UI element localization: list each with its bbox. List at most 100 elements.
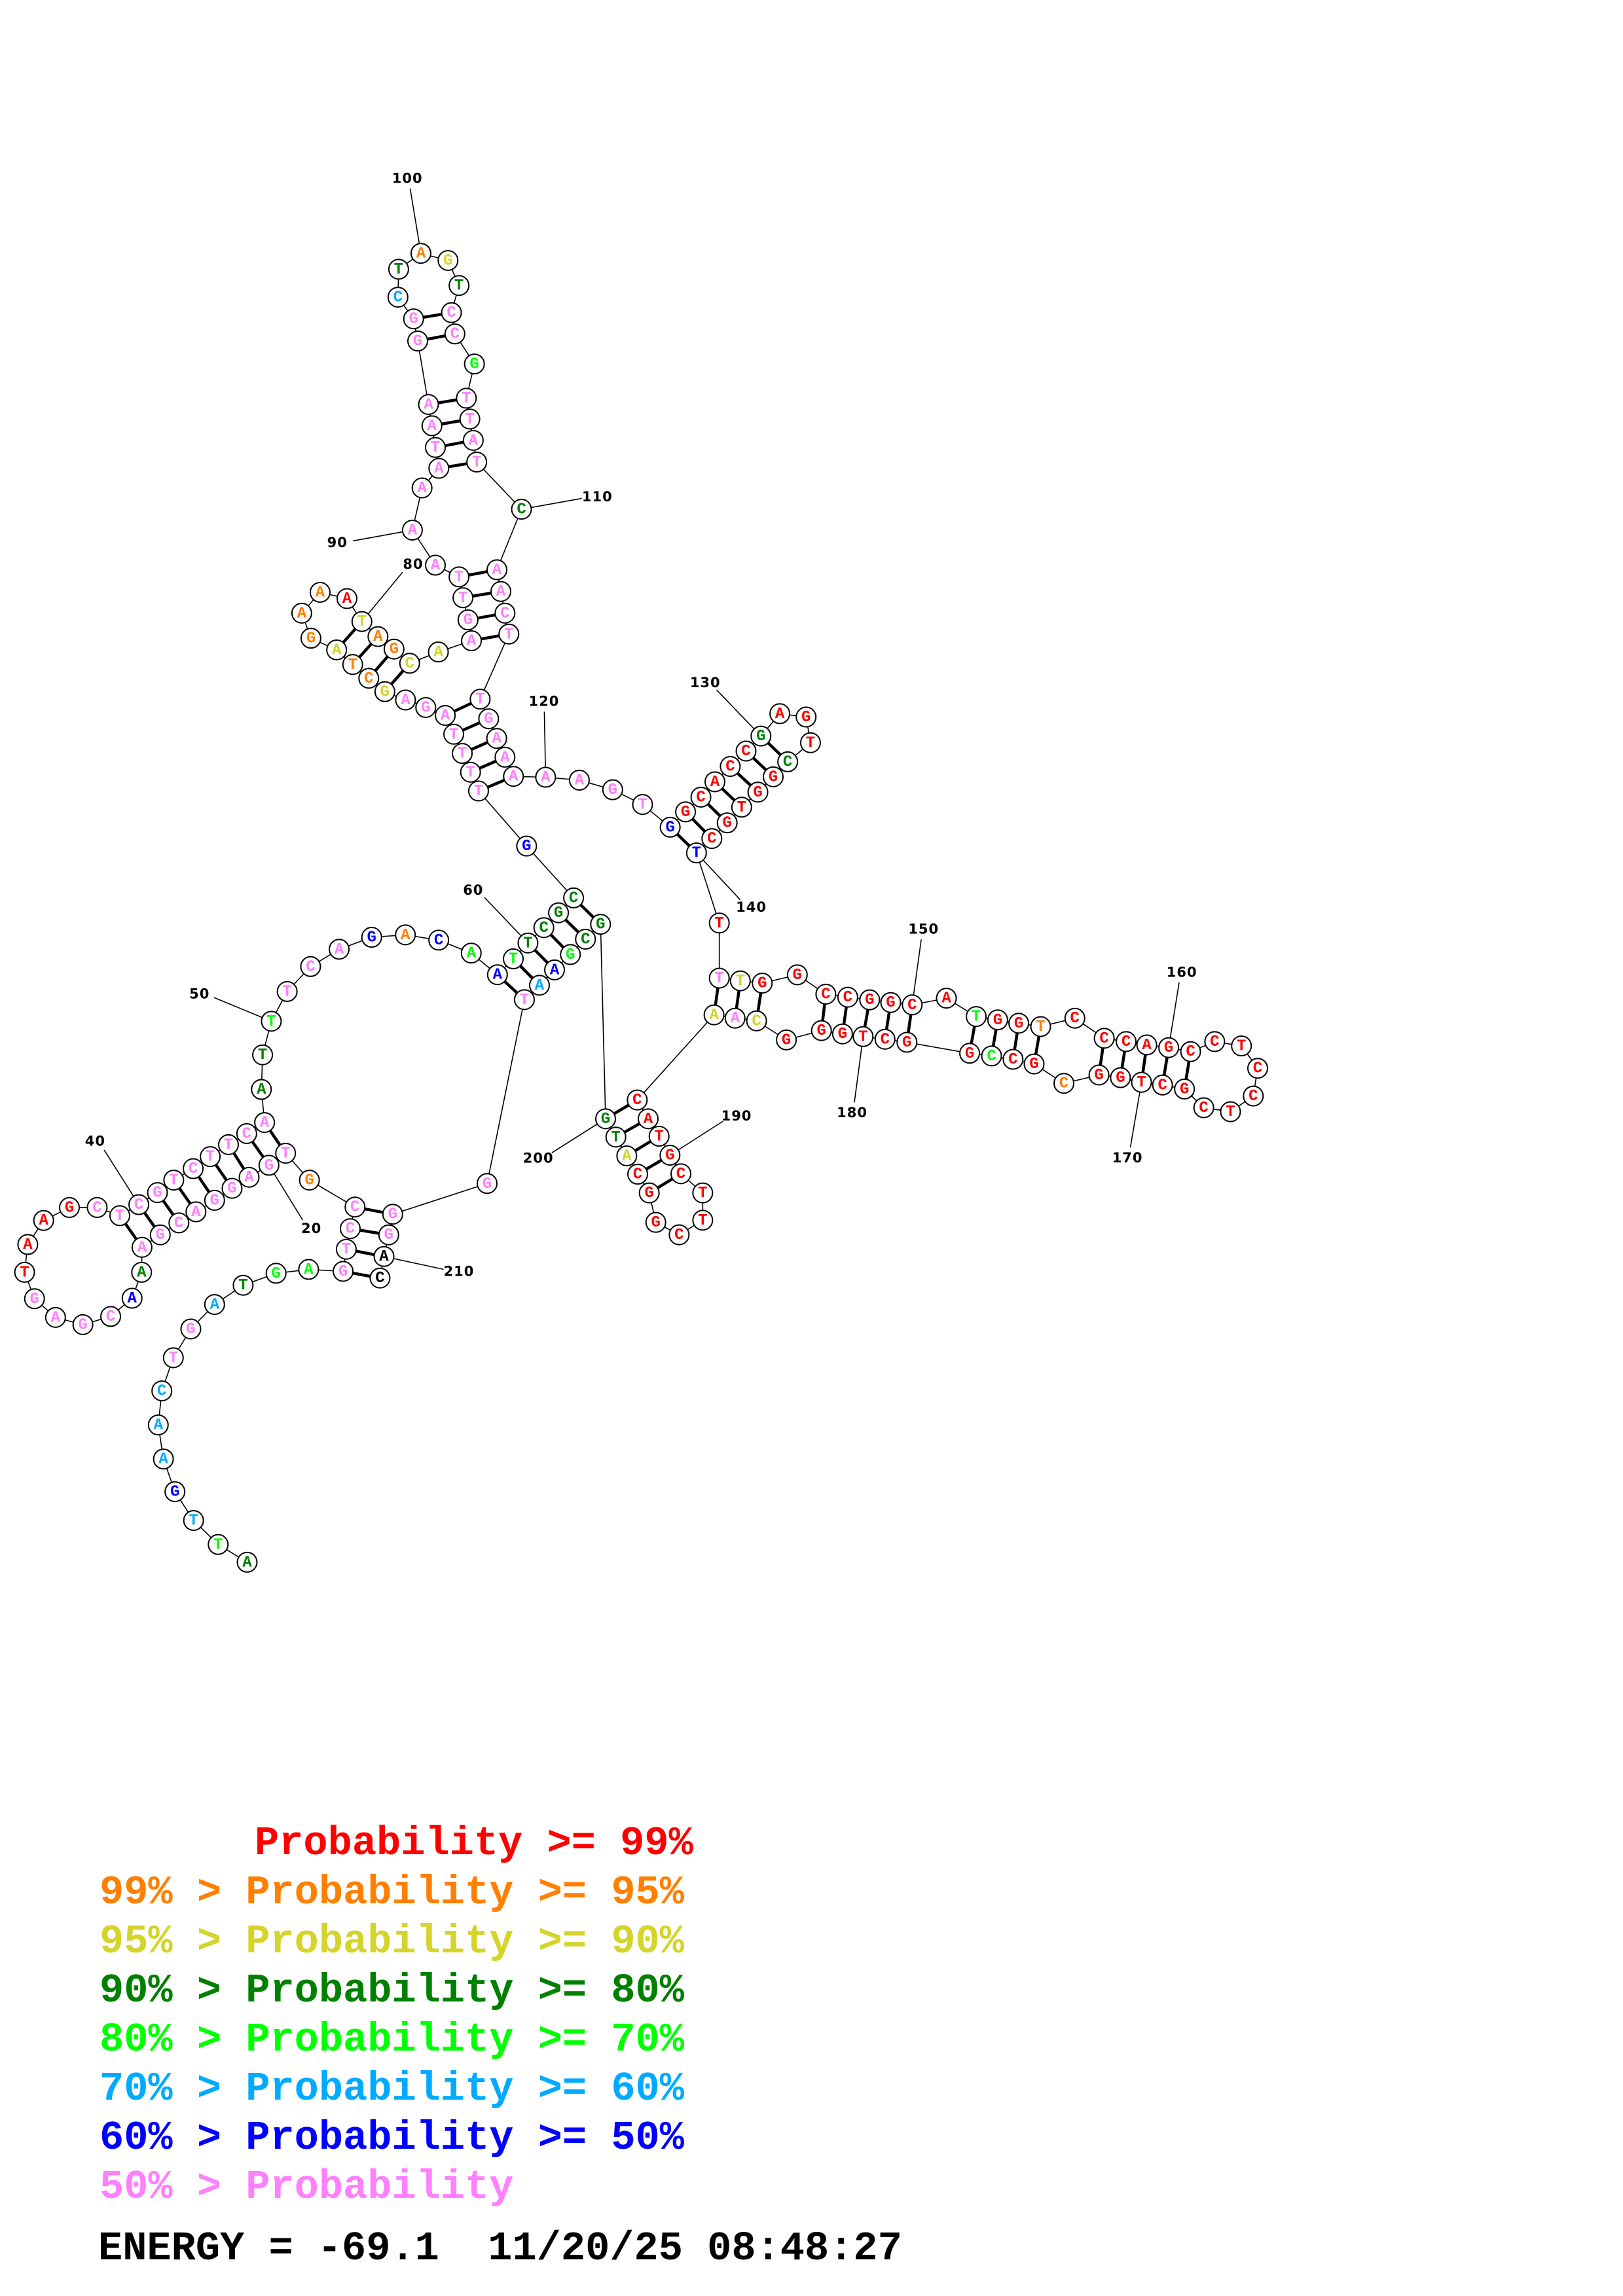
nucleotide: A [33, 1210, 54, 1231]
nucleotide-letter: A [731, 1010, 740, 1028]
nucleotide-letter: G [413, 333, 422, 351]
nucleotide: C [627, 1164, 648, 1185]
nucleotide: T [852, 1026, 874, 1047]
nucleotide: G [374, 681, 395, 702]
nucleotide-circle [300, 628, 321, 649]
nucleotide-letter: A [373, 628, 383, 646]
nucleotide-letter: T [714, 915, 723, 933]
nucleotide: T [692, 1182, 714, 1204]
nucleotide-letter: A [509, 768, 519, 786]
nucleotide-letter: A [1142, 1037, 1152, 1054]
nucleotide: A [401, 519, 423, 541]
backbone-segment [478, 791, 527, 847]
nucleotide-circle [799, 732, 821, 753]
nucleotide: A [254, 1112, 276, 1134]
nucleotide-circle [720, 756, 741, 778]
nucleotide-letter: T [213, 1536, 223, 1554]
nucleotide-circle [638, 1108, 659, 1130]
nucleotide: G [204, 1189, 225, 1211]
nucleotide-circle [435, 705, 456, 726]
nucleotide-circle [232, 1274, 254, 1296]
nucleotide-letter: G [902, 1034, 911, 1052]
nucleotide-circle [336, 588, 357, 609]
nucleotide: A [395, 924, 416, 946]
nucleotide-letter: A [154, 1417, 164, 1435]
nucleotide-circle [627, 1089, 648, 1111]
nucleotide-circle [217, 1134, 239, 1155]
nucleotide-circle [45, 1306, 66, 1328]
nucleotide-letter: C [434, 932, 443, 950]
nucleotide-letter: C [987, 1048, 996, 1066]
nucleotide-letter: G [1029, 1056, 1038, 1073]
nucleotide-circle [729, 970, 751, 992]
nucleotide: C [494, 602, 516, 624]
nucleotide: G [516, 835, 538, 857]
backbone-segment [496, 509, 522, 570]
nucleotide: A [460, 942, 482, 964]
nucleotide: G [659, 1145, 681, 1166]
nucleotide: G [590, 914, 611, 935]
nucleotide-letter: C [633, 1166, 642, 1184]
nucleotide-circle [461, 630, 483, 651]
nucleotide-circle [452, 587, 474, 609]
nucleotide-letter: T [394, 261, 403, 279]
nucleotide-letter: C [1008, 1051, 1017, 1069]
nucleotide-letter: T [454, 278, 464, 295]
nucleotide-circle [936, 988, 957, 1009]
nucleotide-circle [704, 771, 725, 793]
nucleotide-letter: A [644, 1111, 653, 1128]
nucleotide-letter: G [554, 905, 563, 922]
nucleotide: A [616, 1145, 638, 1166]
position-label: 80 [403, 556, 423, 572]
nucleotide: A [490, 581, 511, 602]
nucleotide-circle [131, 1261, 153, 1283]
nucleotide-circle [1008, 1013, 1030, 1034]
nucleotide-letter: G [367, 929, 376, 947]
nucleotide-letter: C [696, 789, 705, 806]
nucleotide-letter: G [608, 781, 617, 799]
nucleotide-circle [265, 1263, 287, 1284]
nucleotide: G [1174, 1078, 1195, 1100]
nucleotide-letter: A [51, 1309, 61, 1327]
nucleotide: T [14, 1261, 35, 1283]
nucleotide-circle [399, 653, 420, 674]
nucleotide-letter: C [725, 759, 735, 776]
nucleotide: G [300, 628, 321, 649]
nucleotide: G [645, 1211, 666, 1233]
position-label: 180 [837, 1105, 867, 1121]
nucleotide: G [786, 964, 808, 986]
nucleotide: C [86, 1196, 108, 1218]
nucleotide: A [291, 602, 312, 624]
nucleotide-letter: A [242, 1554, 252, 1571]
nucleotide-letter: C [393, 289, 403, 307]
nucleotide-circle [896, 1031, 918, 1053]
nucleotide-letter: A [401, 927, 410, 944]
nucleotide-circle [685, 842, 707, 864]
position-tick [409, 188, 422, 254]
nucleotide-circle [221, 1177, 243, 1199]
nucleotide: G [560, 944, 581, 965]
nucleotide-circle [602, 779, 623, 800]
nucleotide-letter: C [92, 1199, 101, 1217]
energy-timestamp: ENERGY = -69.1 11/20/25 08:48:27 [98, 2225, 902, 2272]
nucleotide-letter: A [424, 396, 433, 414]
nucleotide-letter: G [443, 252, 452, 270]
nucleotide-circle [86, 1196, 108, 1218]
nucleotide-circle [72, 1314, 94, 1335]
nucleotide-letter: T [449, 726, 458, 744]
nucleotide-circle [425, 437, 447, 458]
nucleotide-circle [627, 1164, 648, 1185]
nucleotide: C [183, 1158, 204, 1179]
nucleotide: A [486, 559, 508, 581]
nucleotide-circle [1174, 1078, 1195, 1100]
nucleotide-letter: A [304, 1261, 314, 1279]
legend-item-99: Probability >= 99% [255, 1820, 694, 1867]
nucleotide-circle [503, 766, 524, 787]
nucleotide-circle [415, 696, 437, 718]
backbone-segment [476, 461, 522, 510]
nucleotide: A [185, 1201, 207, 1223]
nucleotide-letter: A [441, 708, 450, 725]
position-label: 90 [327, 535, 348, 550]
nucleotide-letter: A [416, 245, 426, 263]
